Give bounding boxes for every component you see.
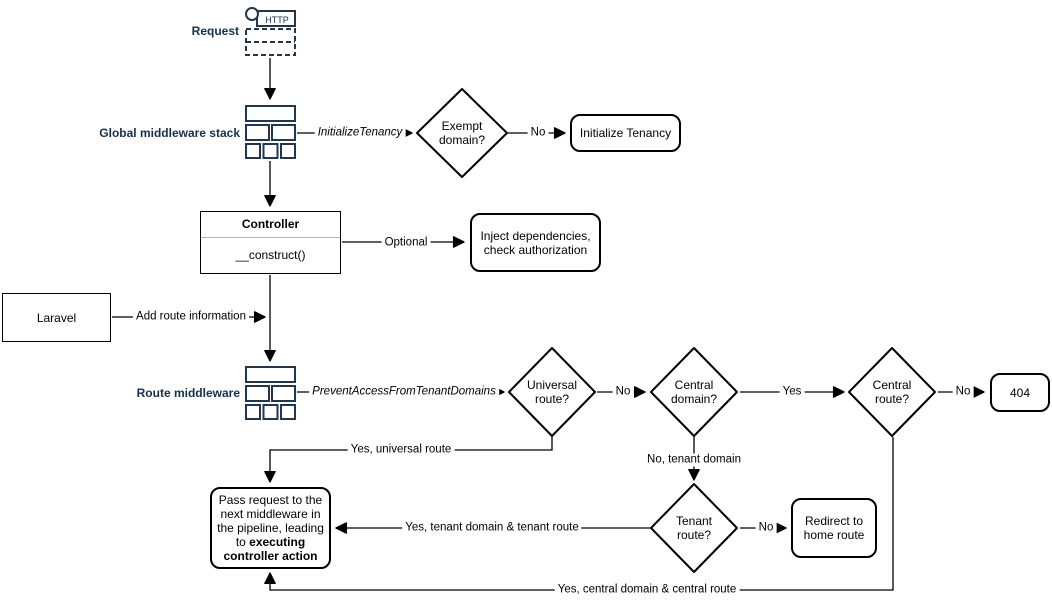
not-found-text: 404 <box>1009 385 1031 400</box>
central-domain-diamond <box>650 347 738 437</box>
edge-label-no-tenant-domain: No, tenant domain <box>644 453 744 467</box>
tenant-route-diamond <box>650 483 738 573</box>
initialize-tenancy-text: Initialize Tenancy <box>579 126 672 140</box>
edge-label-central-domain-yes: Yes <box>779 385 805 399</box>
redirect-home-text: Redirect to home route <box>803 514 865 542</box>
route-middleware-label: Route middleware <box>136 386 240 400</box>
http-request-icon <box>245 7 296 56</box>
central-domain-decision: Central domain? <box>651 348 737 436</box>
request-label: Request <box>191 24 239 38</box>
pass-request-text-bold: executing controller action <box>223 535 318 563</box>
pass-request-text: Pass request to the next middleware in t… <box>214 493 327 563</box>
edge-label-prevent-access: PreventAccessFromTenantDomains <box>309 385 499 399</box>
http-label: HTTP <box>265 15 289 25</box>
tenant-route-decision: Tenant route? <box>651 484 737 572</box>
edge-label-add-route-information: Add route information <box>133 310 249 324</box>
exempt-domain-text: Exempt domain? <box>438 119 486 147</box>
edge-label-yes-central-domain-route: Yes, central domain & central route <box>554 583 740 597</box>
edge-label-universal-no: No <box>612 385 634 399</box>
laravel-node: Laravel <box>2 293 111 342</box>
edge-label-central-route-no: No <box>952 385 974 399</box>
edge-label-optional: Optional <box>381 236 431 250</box>
edge-label-exempt-no: No <box>527 126 549 140</box>
edge-label-yes-tenant-domain-route: Yes, tenant domain & tenant route <box>402 521 582 535</box>
not-found-node: 404 <box>990 373 1050 412</box>
controller-node: Controller __construct() <box>200 211 341 274</box>
inject-dependencies-node: Inject dependencies, check authorization <box>470 213 601 272</box>
central-domain-text: Central domain? <box>670 378 718 406</box>
central-route-text: Central route? <box>872 378 912 406</box>
controller-title: Controller <box>201 212 340 238</box>
universal-route-text: Universal route? <box>526 378 577 406</box>
central-route-diamond <box>848 347 936 437</box>
exempt-domain-decision: Exempt domain? <box>417 89 507 177</box>
exempt-domain-diamond <box>416 88 508 178</box>
universal-route-diamond <box>508 347 596 437</box>
edge-label-tenant-route-no: No <box>755 521 777 535</box>
tenant-route-text: Tenant route? <box>675 514 713 542</box>
inject-dependencies-text: Inject dependencies, check authorization <box>480 228 591 257</box>
route-middleware-icon <box>245 366 296 420</box>
global-middleware-stack-icon <box>245 105 296 159</box>
redirect-home-node: Redirect to home route <box>791 498 877 558</box>
edge-label-initialize-tenancy: InitializeTenancy <box>314 126 406 140</box>
central-route-decision: Central route? <box>849 348 935 436</box>
initialize-tenancy-node: Initialize Tenancy <box>570 114 681 152</box>
universal-route-decision: Universal route? <box>509 348 595 436</box>
edge-label-yes-universal-route: Yes, universal route <box>347 443 455 457</box>
pass-request-text-normal: Pass request to the next middleware in t… <box>217 493 324 549</box>
global-middleware-stack-label: Global middleware stack <box>99 126 240 140</box>
pass-request-node: Pass request to the next middleware in t… <box>210 487 331 569</box>
laravel-text: Laravel <box>36 310 77 325</box>
controller-method: __construct() <box>235 248 306 262</box>
